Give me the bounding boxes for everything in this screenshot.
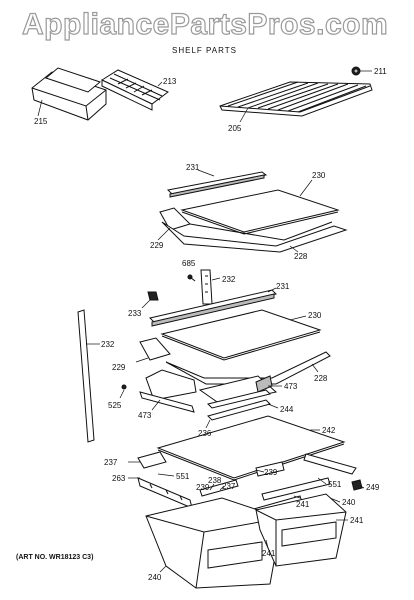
callout: 231 <box>186 163 200 172</box>
callout: 229 <box>112 363 126 372</box>
callouts: 211 213 215 205 231 230 229 228 685 232 … <box>34 67 387 582</box>
callout: 244 <box>280 405 294 414</box>
callout: 238 <box>208 476 222 485</box>
callout: 241 <box>262 549 276 558</box>
callout: 232 <box>101 340 115 349</box>
part-685-screw <box>187 274 196 282</box>
callout: 213 <box>163 77 177 86</box>
callout: 237 <box>222 482 236 491</box>
part-232-side-rail <box>77 309 95 443</box>
part-215-door-bin <box>31 67 107 121</box>
part-249-clip <box>351 479 363 491</box>
callout: 229 <box>150 241 164 250</box>
callout: 242 <box>322 426 336 435</box>
part-231-trim-upper <box>166 171 268 198</box>
callout: 473 <box>138 411 152 420</box>
part-232-bracket <box>200 269 213 305</box>
callout: 215 <box>34 117 48 126</box>
callout: 263 <box>112 474 126 483</box>
callout: 241 <box>350 516 364 525</box>
callout: 241 <box>296 500 310 509</box>
callout: 551 <box>328 480 342 489</box>
callout: 230 <box>312 171 326 180</box>
part-229-frame-mid <box>139 337 331 385</box>
callout: 473 <box>284 382 298 391</box>
callout: 230 <box>308 311 322 320</box>
callout: 685 <box>182 259 196 268</box>
callout: 233 <box>128 309 142 318</box>
part-233-clip <box>147 291 159 301</box>
callout: 232 <box>222 275 236 284</box>
callout: 240 <box>342 498 356 507</box>
part-239-slide-rail <box>255 453 357 477</box>
part-242-glass-cover <box>156 415 346 481</box>
part-231-trim-mid <box>149 289 277 327</box>
callout: 249 <box>366 483 380 492</box>
part-211-knob <box>351 66 361 76</box>
callout: 228 <box>314 374 328 383</box>
part-244-rail <box>207 389 271 421</box>
callout: 551 <box>176 472 190 481</box>
callout: 228 <box>294 252 308 261</box>
part-230-glass-upper <box>180 189 340 235</box>
part-525-screw <box>121 384 127 390</box>
art-number: (ART NO. WR18123 C3) <box>16 554 93 561</box>
part-229-frame-upper <box>159 207 348 253</box>
watermark: AppliancePartsPros.com <box>22 8 388 41</box>
part-263-bracket <box>137 477 193 509</box>
part-205-wire-shelf <box>219 81 373 117</box>
part-238-rail <box>199 479 239 497</box>
callout: 231 <box>276 282 290 291</box>
callout: 237 <box>104 458 118 467</box>
part-230-glass-mid <box>160 309 322 361</box>
section-title: SHELF PARTS <box>172 46 237 55</box>
part-473-slide-frame <box>139 369 278 413</box>
callout: 205 <box>228 124 242 133</box>
callout: 525 <box>108 401 122 410</box>
part-213-ice-tray <box>100 69 169 111</box>
callout: 240 <box>148 573 162 582</box>
callout: 236 <box>198 429 212 438</box>
callout: 239 <box>264 468 278 477</box>
callout: 211 <box>374 67 387 76</box>
part-237-frame-front <box>137 451 167 469</box>
callout: 239 <box>196 483 210 492</box>
part-240-drawer-right <box>255 493 347 567</box>
